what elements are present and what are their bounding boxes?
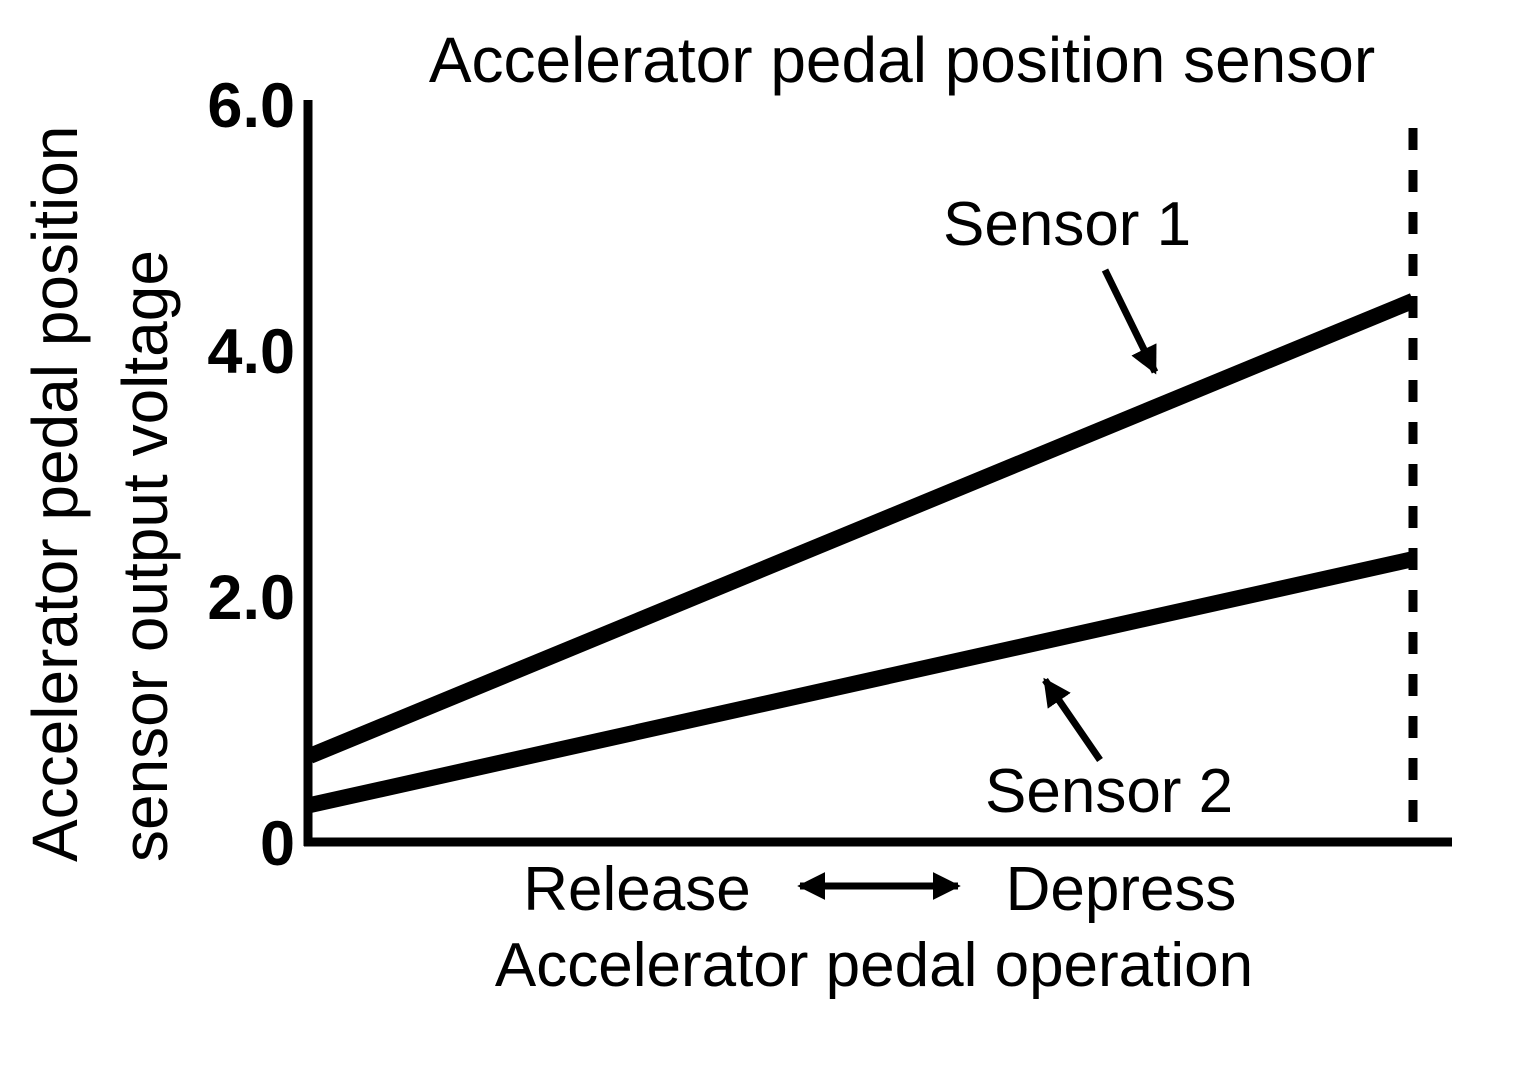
x-release-label: Release: [523, 855, 750, 924]
sensor-2-annotation-label: Sensor 2: [985, 757, 1233, 826]
y-tick-labels: 0 2.0 4.0 6.0: [207, 71, 295, 879]
y-tick-label-4: 4.0: [207, 317, 295, 387]
x-depress-label: Depress: [1006, 855, 1237, 924]
chart-title: Accelerator pedal position sensor: [429, 24, 1375, 96]
sensor-2-arrow-icon: [1042, 677, 1103, 762]
y-axis-label-line-2: sensor output voltage: [109, 250, 181, 862]
sensor-1-line: [306, 293, 1417, 764]
y-axis-label-line-1: Accelerator pedal position: [19, 126, 91, 862]
y-tick-label-0: 0: [260, 809, 295, 879]
sensor-1-annotation-label: Sensor 1: [943, 190, 1191, 259]
x-axis-label: Accelerator pedal operation: [495, 931, 1253, 1000]
y-tick-label-6: 6.0: [207, 71, 295, 141]
y-tick-label-2: 2.0: [207, 563, 295, 633]
sensor-2-line: [308, 551, 1415, 813]
sensor-1-arrow-icon: [1101, 268, 1159, 375]
